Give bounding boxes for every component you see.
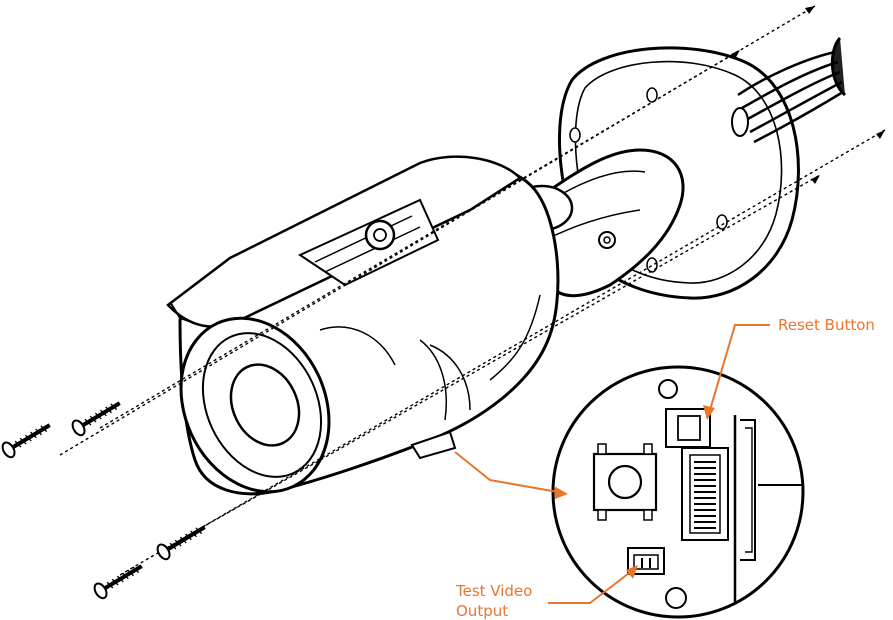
screws [1, 401, 206, 600]
callout-arrowheads [554, 405, 715, 579]
alignment-arrowheads [731, 6, 885, 184]
cable-bundle [731, 36, 847, 144]
test-video-label-line1: Test Video [455, 582, 532, 600]
callout-leaders [454, 324, 770, 604]
screw-2 [71, 401, 121, 437]
screw-4 [93, 564, 143, 600]
camera-housing [166, 155, 560, 496]
reset-button [665, 408, 711, 448]
ribbon-connector [681, 447, 729, 541]
reset-button-label: Reset Button [778, 316, 875, 334]
screw-3 [156, 525, 206, 561]
test-video-connector [627, 547, 665, 575]
screw-alignment-lines [59, 5, 886, 576]
test-video-label-line2: Output [456, 602, 508, 620]
tactile-switch [592, 443, 658, 521]
detail-magnifier [551, 365, 805, 619]
screw-1 [1, 423, 51, 459]
